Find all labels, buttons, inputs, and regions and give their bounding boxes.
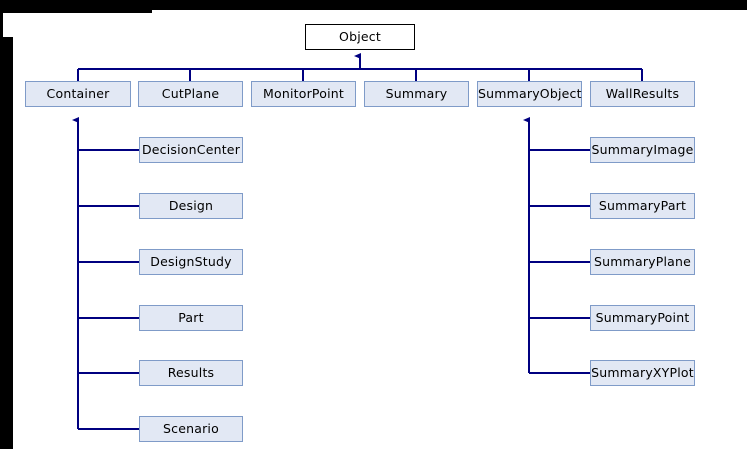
class-node-wallresults[interactable]: WallResults — [590, 81, 695, 107]
frame-band-top-right — [152, 0, 747, 10]
class-node-decisioncenter[interactable]: DecisionCenter — [139, 137, 243, 163]
class-node-cutplane[interactable]: CutPlane — [138, 81, 243, 107]
class-node-monitorpoint[interactable]: MonitorPoint — [251, 81, 356, 107]
frame-band-top-left — [0, 0, 152, 13]
class-node-summaryobject[interactable]: SummaryObject — [477, 81, 582, 107]
class-node-scenario[interactable]: Scenario — [139, 416, 243, 442]
class-node-summaryxyplot[interactable]: SummaryXYPlot — [590, 360, 695, 386]
class-node-designstudy[interactable]: DesignStudy — [139, 249, 243, 275]
class-node-design[interactable]: Design — [139, 193, 243, 219]
class-node-summaryimage[interactable]: SummaryImage — [590, 137, 695, 163]
class-node-summaryplane[interactable]: SummaryPlane — [590, 249, 695, 275]
frame-band-left-upper — [0, 0, 3, 37]
class-node-object[interactable]: Object — [305, 24, 415, 50]
class-node-summarypart[interactable]: SummaryPart — [590, 193, 695, 219]
class-node-summary[interactable]: Summary — [364, 81, 469, 107]
class-node-summarypoint[interactable]: SummaryPoint — [590, 305, 695, 331]
class-node-part[interactable]: Part — [139, 305, 243, 331]
frame-band-left-lower — [0, 37, 13, 449]
class-node-container[interactable]: Container — [25, 81, 131, 107]
class-node-results[interactable]: Results — [139, 360, 243, 386]
